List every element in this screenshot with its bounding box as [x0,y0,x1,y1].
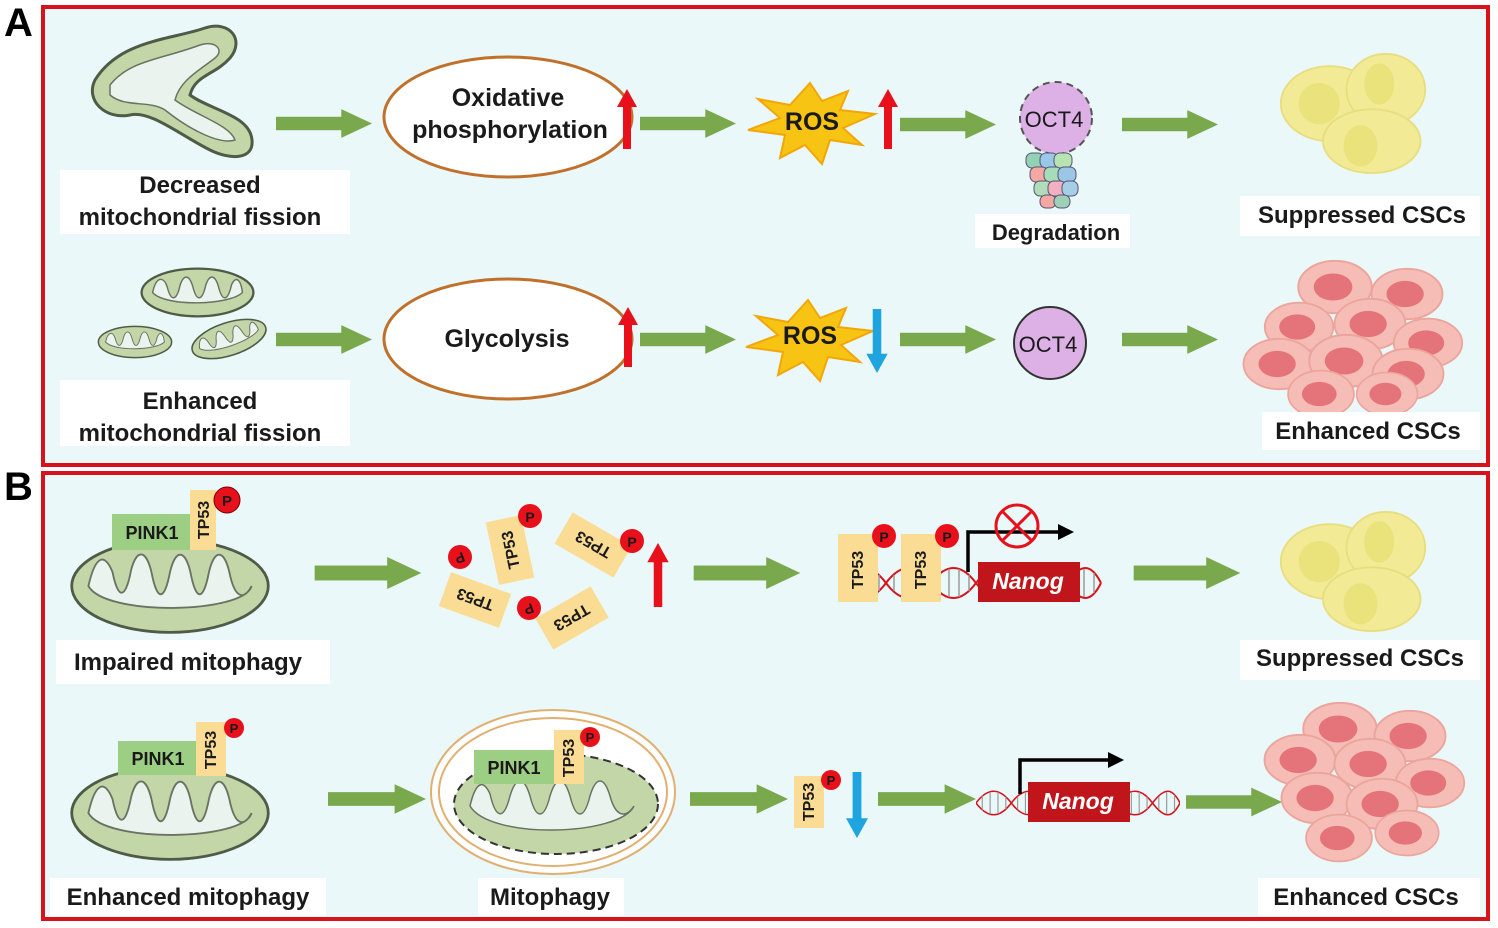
label-box-suppressed-a [1240,196,1480,236]
phospho-icon [448,545,472,569]
phospho-icon [935,524,959,548]
tp53-box-2 [196,722,226,776]
label-box-enhanced-a [1262,412,1480,450]
mitochondrion-icon [70,765,270,861]
panel-b-frame [41,471,1490,921]
panel-letter-a: A [4,1,33,45]
suppressed-cscs-label-b: Suppressed CSCs [1256,645,1464,672]
pink1-label-2: PINK1 [131,749,184,769]
transcription-arrow-icon [966,524,1074,572]
tp53-label-2: TP53 [203,731,220,769]
mitophagy-label: Mitophagy [490,884,611,911]
oct4-circle-2 [1013,306,1087,380]
nanog-label-2: Nanog [1042,788,1114,814]
pink1-box-3 [474,750,556,784]
tp53-label-3: TP53 [561,739,578,777]
label-box-impaired [56,640,330,684]
phospho-label-1: P [222,493,232,510]
label-mito-fission-2: mitochondrial fission [79,420,322,447]
oct4-label-2: OCT4 [1019,332,1078,357]
pink1-label-1: PINK1 [125,523,178,543]
label-mito-fission-1: mitochondrial fission [79,204,322,231]
mitochondrion-icon [70,538,270,634]
phospho-icon [620,529,644,553]
phospho-icon [213,486,241,514]
inhibit-icon [994,503,1040,549]
phospho-icon [224,718,244,738]
mitochondrion-icon [91,24,254,159]
oct4-label-1: OCT4 [1025,107,1084,132]
pink1-box-1 [112,514,192,550]
label-decreased: Decreased [139,172,260,199]
tp53-box [838,534,878,602]
proteasome-icon [1025,152,1079,209]
tp53-label: TP53 [850,551,867,589]
degradation-label: Degradation [992,220,1120,245]
panel-letter-b: B [4,465,33,509]
transcription-arrow-icon [1018,752,1124,794]
phospho-label: P [627,534,636,550]
label-box-suppressed-b [1240,640,1480,680]
phospho-label-3: P [586,730,595,745]
tp53-box-4 [794,776,824,828]
phospho-label: P [879,529,888,545]
ros-star-icon [747,81,879,166]
glycolysis-label: Glycolysis [444,325,569,353]
pink1-label-3: PINK1 [487,758,540,778]
label-box-degradation [975,214,1130,248]
phospho-icon [872,524,896,548]
tp53-box [901,534,941,602]
label-box-enhanced-b [1258,878,1480,916]
label-box-enhanced-mitophagy [50,878,326,916]
tp53-label-4: TP53 [801,783,818,821]
autophagosome-icon [430,709,676,875]
phospho-label: P [942,529,951,545]
pink1-box-2 [118,741,198,775]
ros-label-2: ROS [783,322,837,350]
tp53-label-1: TP53 [196,501,213,539]
phospho-label-4: P [827,773,836,788]
phospho-icon [518,504,542,528]
tp53-label: TP53 [913,551,930,589]
suppressed-cscs-label-a: Suppressed CSCs [1258,202,1466,229]
tp53-box-1 [190,490,216,550]
phospho-icon [580,727,600,747]
enhanced-cscs-label-b: Enhanced CSCs [1273,884,1458,911]
label-box-a2 [60,380,350,446]
phospho-icon [517,596,541,620]
enhanced-mitophagy-label: Enhanced mitophagy [67,884,310,911]
ros-star-icon [745,298,877,383]
impaired-mitophagy-label: Impaired mitophagy [74,649,303,676]
label-box-mitophagy [478,878,624,916]
label-box-a1 [60,170,350,234]
oxphos-label-1: Oxidative [452,84,565,112]
tp53-box-3 [554,730,584,784]
phospho-label-2: P [230,721,239,736]
phospho-label: P [525,509,534,525]
phospho-icon [821,770,841,790]
label-enhanced: Enhanced [143,388,258,415]
oct4-circle-1 [1019,81,1093,155]
ros-label-1: ROS [785,108,839,136]
nanog-box-1 [978,562,1080,602]
nanog-box-2 [1028,782,1130,822]
free-tp53-cluster: TP53 P TP53 P TP53 P TP53 P [438,504,644,650]
enhanced-cscs-label-a: Enhanced CSCs [1275,418,1460,445]
nanog-label-1: Nanog [992,568,1064,594]
oxphos-ellipse [382,55,634,179]
oxphos-label-2: phosphorylation [412,116,608,144]
